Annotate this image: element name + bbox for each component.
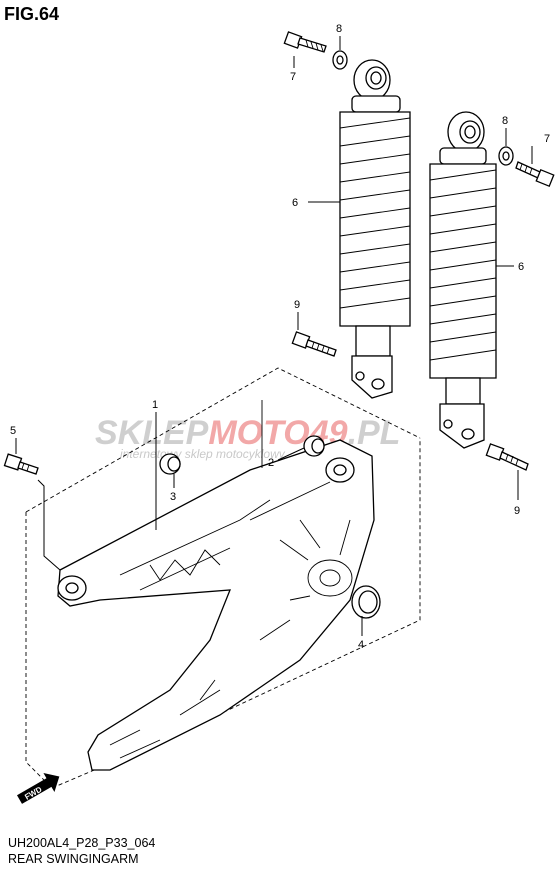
callout-9-right: 9 xyxy=(514,505,520,517)
washer-8-top-right xyxy=(498,146,514,166)
diagram-code: UH200AL4_P28_P33_064 xyxy=(8,836,156,850)
callout-7-top-right: 7 xyxy=(544,133,550,145)
callout-6-right: 6 xyxy=(518,261,524,273)
callout-1: 1 xyxy=(152,399,158,411)
bolt-5 xyxy=(3,453,39,475)
leader-lines xyxy=(15,36,533,636)
callout-8-top-left: 8 xyxy=(336,23,342,35)
shock-absorber-right xyxy=(429,111,497,449)
watermark: SKLEPMOTO49.PL internetowy sklep motocyk… xyxy=(95,414,400,461)
bolt-7-top-right xyxy=(515,161,555,188)
callout-6-left: 6 xyxy=(292,197,298,209)
watermark-subtitle: internetowy sklep motocyklowy xyxy=(120,447,286,461)
figure-title: FIG.64 xyxy=(4,4,60,24)
washer-8-top-left xyxy=(332,50,348,70)
callout-2: 2 xyxy=(268,457,274,469)
callout-labels: 7 8 8 7 6 6 9 9 5 1 2 3 4 xyxy=(10,23,550,651)
bolt-9-left xyxy=(291,331,337,357)
watermark-part1: SKLEP xyxy=(95,414,209,452)
shock-absorber-left xyxy=(339,59,411,399)
callout-3: 3 xyxy=(170,491,176,503)
bushing-3 xyxy=(159,453,181,475)
svg-text:SKLEPMOTO49.PL: SKLEPMOTO49.PL xyxy=(95,414,400,452)
callout-4: 4 xyxy=(358,639,364,651)
diagram-name: REAR SWINGINGARM xyxy=(8,852,139,866)
watermark-part4: .PL xyxy=(348,414,401,452)
watermark-part2: MOTO xyxy=(208,414,309,452)
callout-8-top-right: 8 xyxy=(502,115,508,127)
callout-9-left: 9 xyxy=(294,299,300,311)
forward-arrow-icon: FWD xyxy=(17,773,60,804)
bolt-7-top-left xyxy=(283,31,327,53)
swingarm xyxy=(57,400,375,771)
seal-4 xyxy=(351,585,381,619)
bushing-2 xyxy=(303,435,325,457)
callout-5: 5 xyxy=(10,425,16,437)
callout-7-top-left: 7 xyxy=(290,71,296,83)
bolt-9-right xyxy=(485,443,529,471)
